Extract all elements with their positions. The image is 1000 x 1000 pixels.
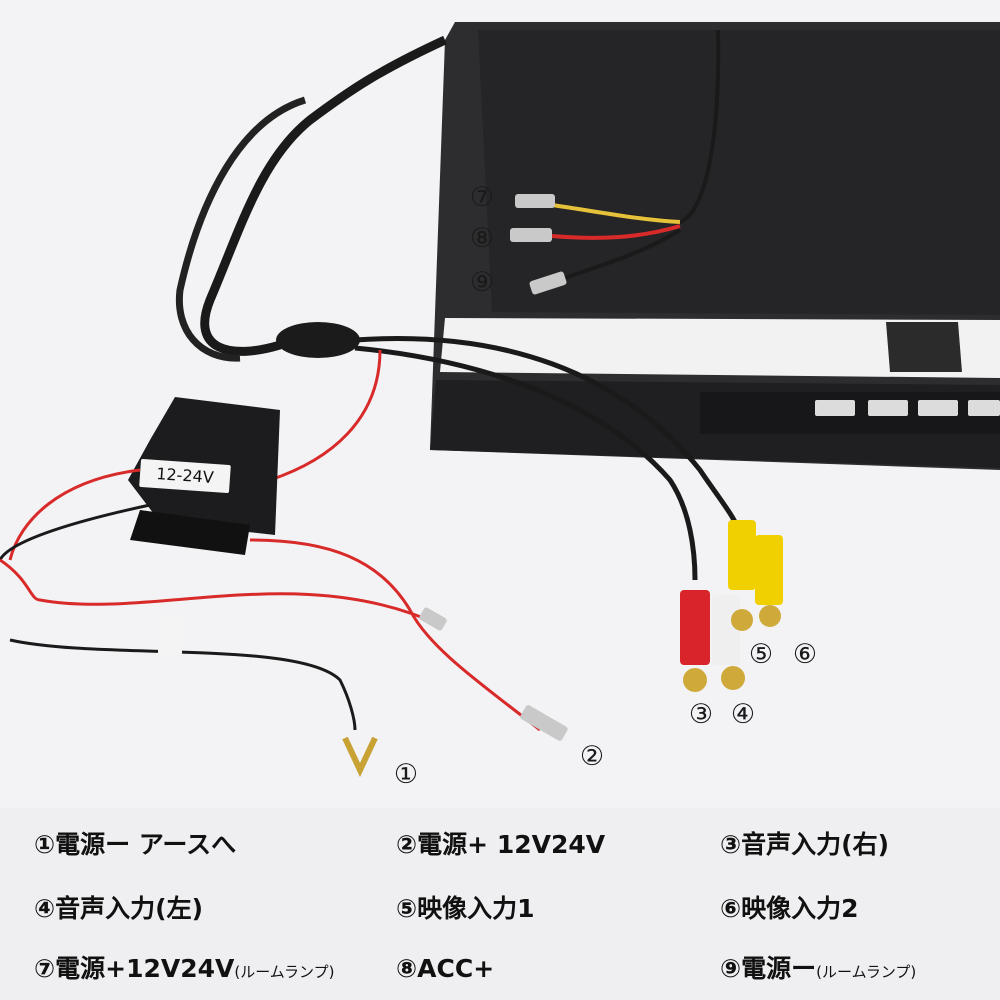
callout-7: ⑦ — [469, 182, 495, 213]
legend-item-5: ⑤映像入力1 — [396, 894, 535, 923]
coiled-cable — [175, 96, 307, 362]
monitor-screen — [478, 30, 1000, 315]
converter-box-base — [130, 510, 250, 555]
red-wire-plus — [249, 538, 541, 732]
terminal-acc — [419, 607, 447, 631]
rca-white-4 — [712, 595, 740, 665]
wire-black-upper — [599, 29, 721, 225]
terminal-7 — [515, 194, 555, 208]
audio-cable — [354, 345, 698, 581]
left-button-icon — [868, 400, 908, 416]
source-button-icon — [918, 400, 958, 416]
fork-terminal-1 — [342, 736, 378, 778]
black-wire-ground — [9, 638, 357, 731]
right-button-icon — [968, 400, 1000, 416]
device-illustration — [0, 22, 1000, 778]
rca-tip-6 — [759, 605, 781, 627]
photo-area: 12-24V ⑦ ⑧ ⑨ ⑤ ⑥ ③ ④ ② ① — [0, 0, 1000, 808]
rca-tip-4 — [721, 666, 745, 690]
legend-item-4: ④音声入力(左) — [34, 894, 204, 923]
rca-red-3 — [680, 590, 710, 665]
legend-item-9: ⑨電源ー(ルームランプ) — [720, 954, 917, 983]
legend-panel: ①電源ー アースへ ②電源+ 12V24V ③音声入力(右) ④音声入力(左) … — [0, 808, 1000, 1000]
rca-yellow-6 — [755, 535, 783, 605]
callout-8: ⑧ — [469, 223, 495, 254]
menu-button-icon — [815, 400, 855, 416]
callout-5: ⑤ — [748, 639, 774, 670]
ferrite-core — [276, 322, 360, 358]
wire-black — [564, 228, 682, 280]
video-cable — [354, 336, 745, 541]
rca-tip-5 — [731, 609, 753, 631]
power-red-wire — [269, 349, 382, 482]
red-wire-acc — [0, 558, 441, 627]
callout-4: ④ — [730, 699, 756, 730]
black-wire-left — [0, 503, 151, 561]
main-cable — [200, 35, 447, 356]
terminal-9 — [529, 271, 567, 295]
legend-item-2: ②電源+ 12V24V — [396, 830, 606, 859]
monitor-white-trim — [440, 318, 1000, 378]
callout-9: ⑨ — [469, 267, 495, 298]
legend-item-8: ⑧ACC+ — [396, 954, 495, 983]
monitor-sensor — [886, 322, 962, 372]
wire-red — [551, 224, 681, 240]
callout-3: ③ — [688, 699, 714, 730]
legend-item-1: ①電源ー アースへ — [34, 830, 237, 859]
legend-item-7: ⑦電源+12V24V(ルームランプ) — [34, 954, 335, 983]
wire-tag — [158, 615, 182, 655]
red-wire-left — [8, 468, 141, 561]
legend-item-6: ⑥映像入力2 — [720, 894, 859, 923]
callout-6: ⑥ — [792, 639, 818, 670]
rca-yellow-5 — [728, 520, 756, 590]
callout-1: ① — [393, 759, 419, 790]
legend-item-3: ③音声入力(右) — [720, 830, 890, 859]
callout-2: ② — [579, 741, 605, 772]
rca-tip-3 — [683, 668, 707, 692]
terminal-8 — [510, 228, 552, 242]
wire-yellow — [551, 203, 681, 224]
terminal-2 — [520, 705, 568, 741]
